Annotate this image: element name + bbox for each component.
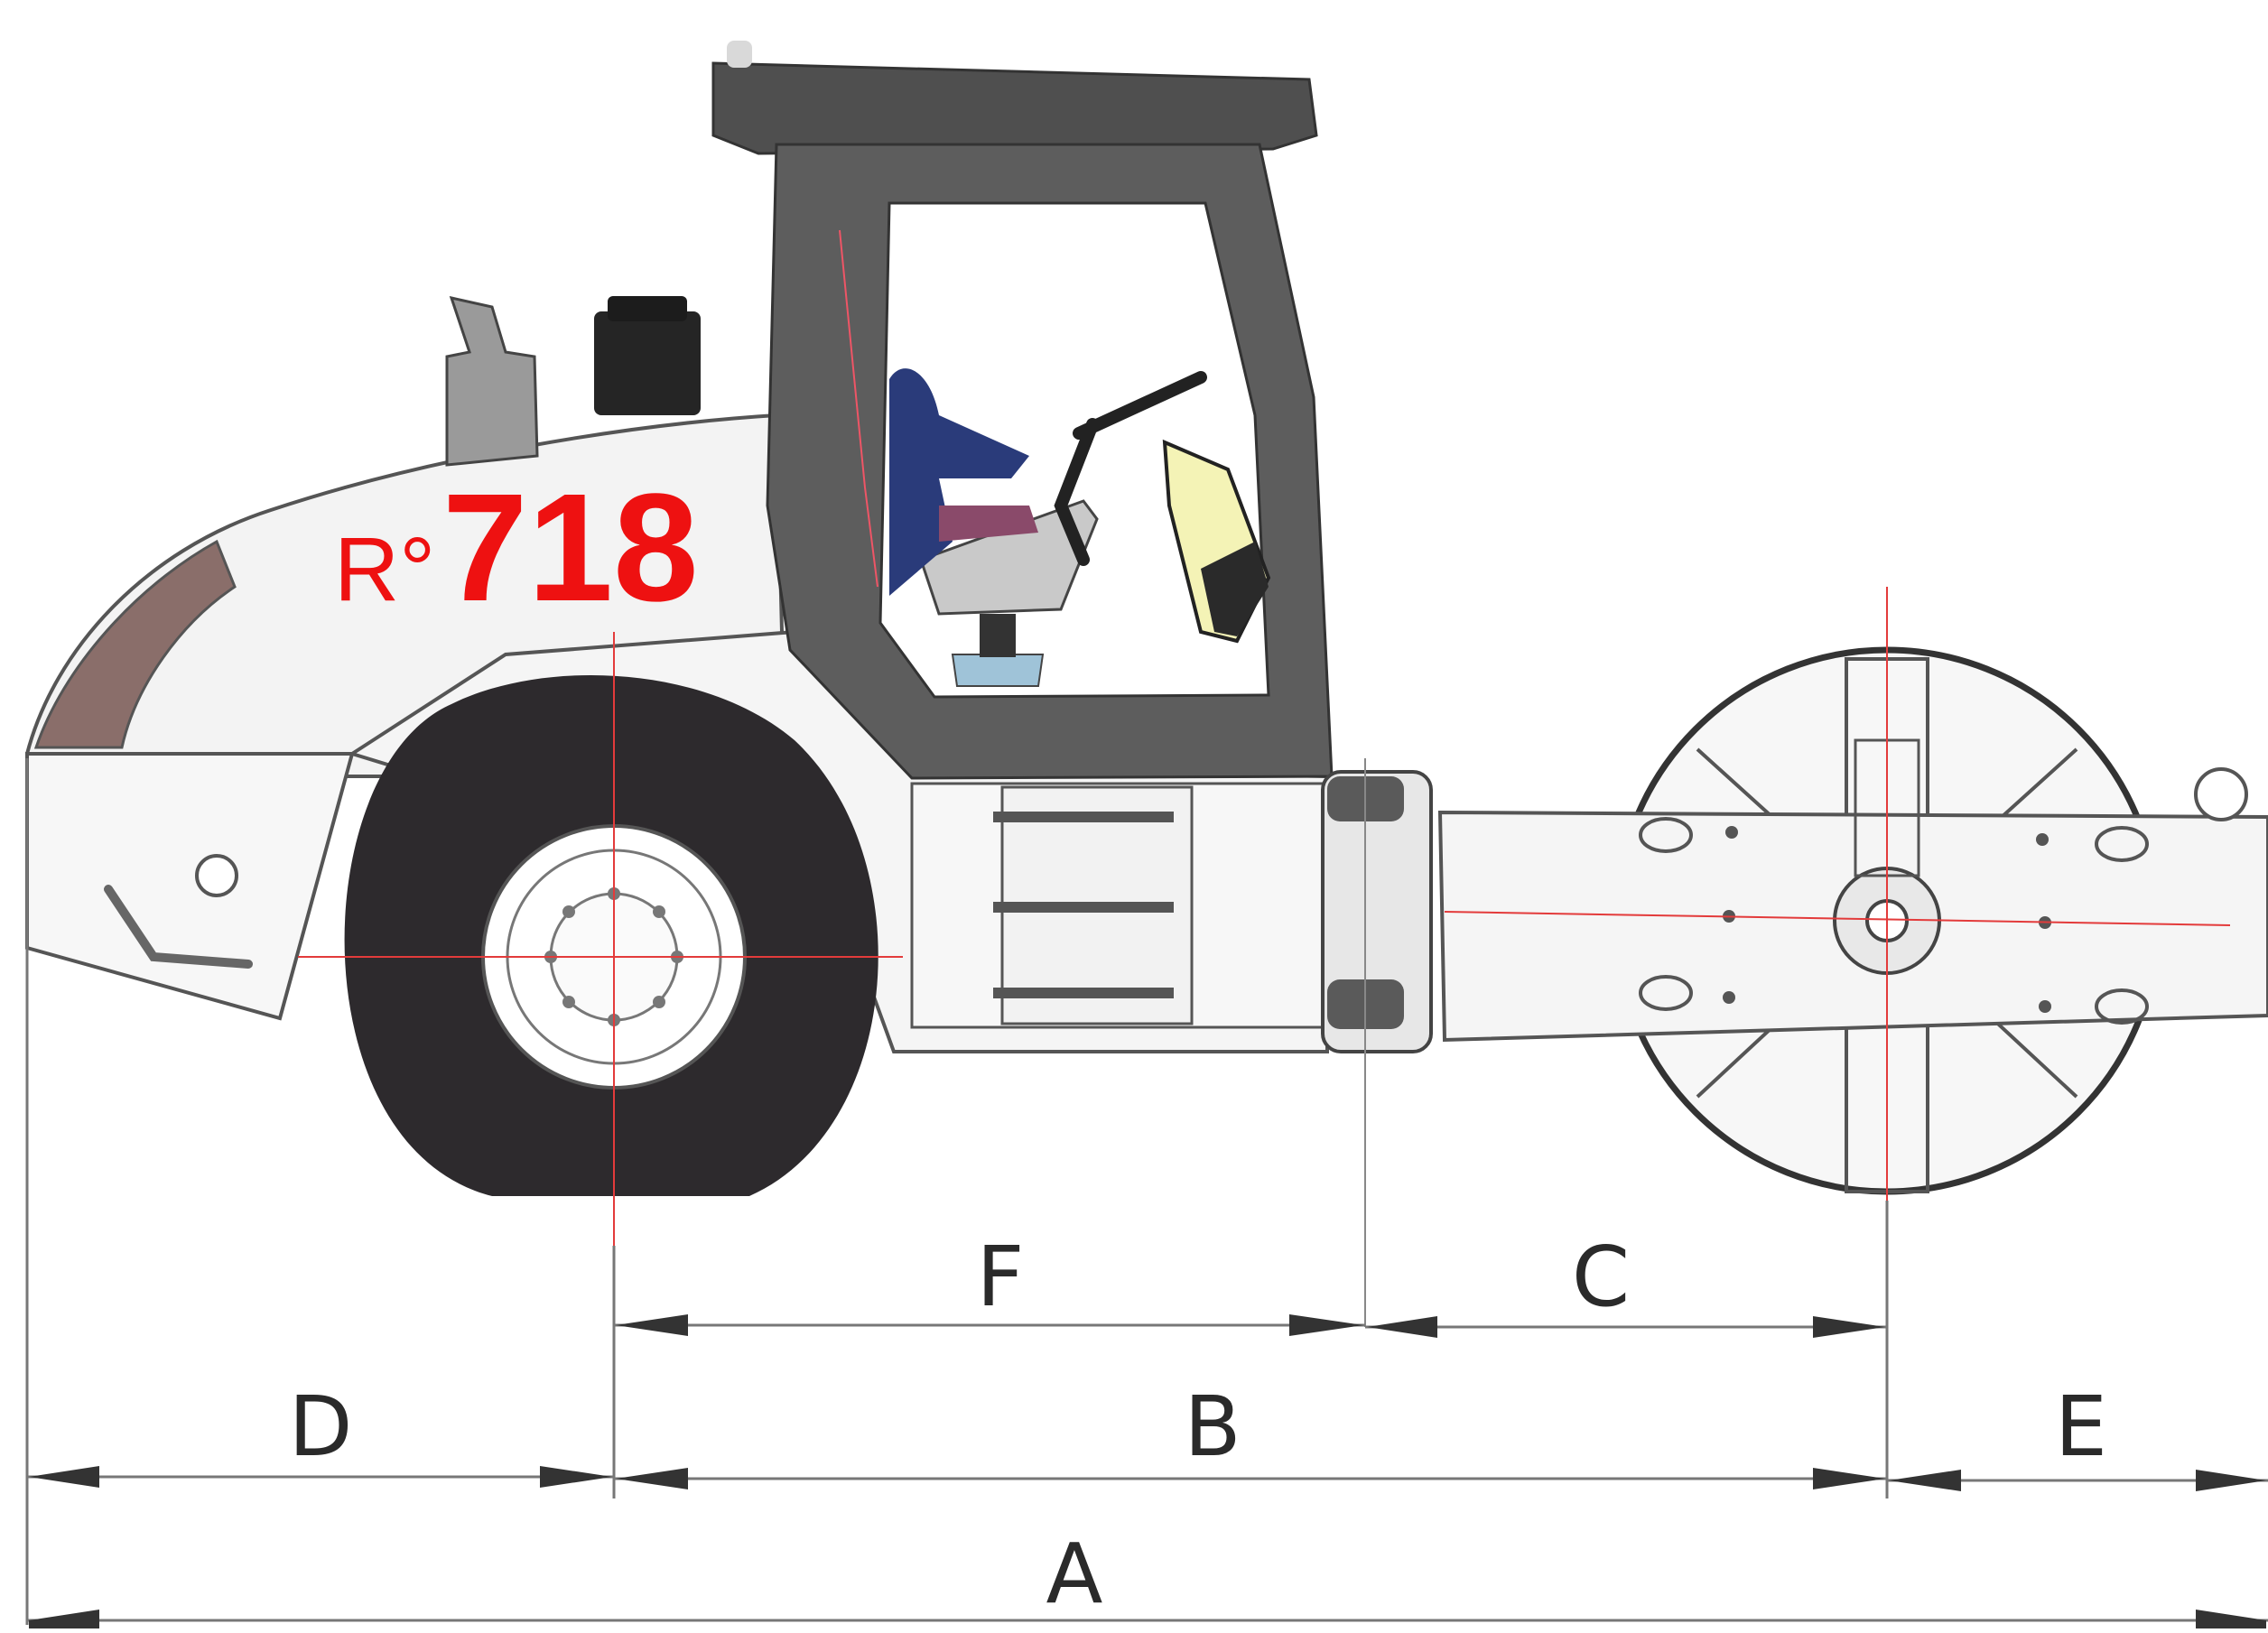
operator-arm [939,506,1038,542]
machine-illustration: R° 718 [25,41,2268,1480]
dashboard-panel-dark [1201,542,1269,636]
operator-figure [889,368,1029,596]
front-lamp [2194,767,2248,821]
dimension-label-e: E [2055,1378,2107,1475]
dimension-label-a: A [1046,1526,1103,1622]
rear-handle [104,885,253,969]
seat-post [980,614,1016,657]
frame-slots [1639,817,2149,1025]
rear-lamp [195,854,238,897]
cab-roof [711,61,1318,155]
cab-door-line [839,229,878,588]
dimension-arrowheads [29,1314,2266,1628]
air-filter-cap [608,296,687,321]
rear-grille [33,539,237,749]
dimension-lines [25,758,2268,1625]
air-filter [594,311,701,415]
model-prefix: R° [334,519,435,620]
steering-console [1054,371,1207,566]
exhaust-pipe [445,295,539,467]
dimension-label-b: B [1184,1378,1241,1475]
beacon [727,41,752,68]
dimension-label-c: C [1572,1229,1630,1325]
dimension-label-d: D [289,1378,353,1475]
dimension-labels: F C D B E A [289,1229,2107,1622]
dimension-label-f: F [977,1229,1025,1325]
seat-base [951,654,1045,687]
rear-frame [25,752,355,1021]
model-number: 718 [442,462,699,634]
